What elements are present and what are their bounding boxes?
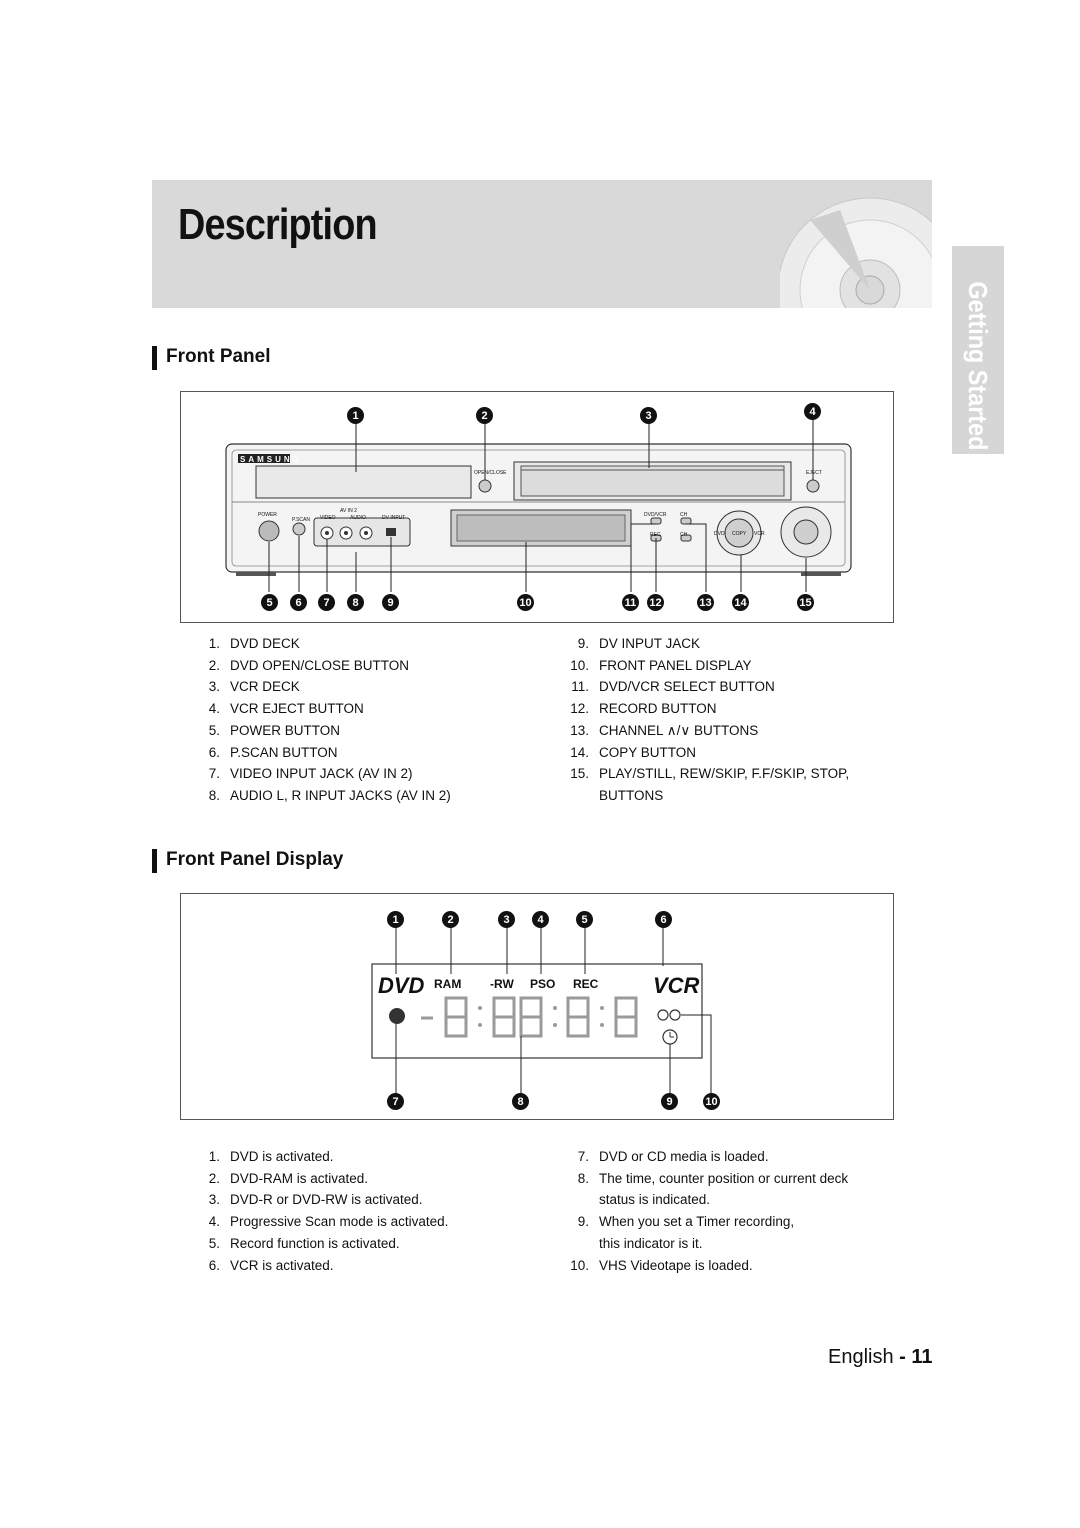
video-label: VIDEO: [320, 515, 336, 521]
callout-badge: 5: [576, 911, 593, 928]
callout-badge: 8: [347, 594, 364, 611]
list-item: 5.POWER BUTTON: [208, 722, 341, 738]
list-item: 11.DVD/VCR SELECT BUTTON: [571, 679, 775, 695]
copy-label: COPY: [732, 531, 747, 537]
list-item: 3.DVD-R or DVD-RW is activated.: [208, 1192, 423, 1208]
callout-badge: 1: [387, 911, 404, 928]
rec-label: REC: [650, 532, 661, 538]
list-item: 4.VCR EJECT BUTTON: [208, 701, 364, 717]
list-item: 4.Progressive Scan mode is activated.: [208, 1214, 449, 1230]
list-item: 1.DVD DECK: [208, 636, 300, 651]
open-close-label: OPEN/CLOSE: [474, 470, 507, 476]
list-item: 2.DVD-RAM is activated.: [208, 1170, 369, 1186]
list-item: 3.VCR DECK: [208, 679, 300, 695]
list-item: 13.CHANNEL ∧/∨ BUTTONS: [570, 722, 759, 738]
callout-badge: 5: [261, 594, 278, 611]
list-item: 10.VHS Videotape is loaded.: [570, 1257, 753, 1273]
audio-label: AUDIO: [350, 515, 366, 521]
footer-language: English: [828, 1346, 894, 1368]
ch-down-label: CH: [680, 532, 688, 538]
heading-marker: [152, 346, 157, 370]
list-item: BUTTONS: [599, 787, 664, 803]
ram-indicator: RAM: [434, 977, 462, 991]
page-footer: English - 11: [828, 1346, 933, 1369]
av-in-label: AV IN 2: [340, 508, 357, 514]
pso-indicator: PSO: [530, 977, 556, 991]
list-item: 9.When you set a Timer recording,: [577, 1214, 795, 1230]
section-tab-label: Getting Started: [963, 281, 993, 451]
pscan-label: P.SCAN: [292, 517, 310, 523]
dvd-vcr-label: DVD/VCR: [644, 512, 667, 518]
callout-badge: 6: [290, 594, 307, 611]
callout-badge: 13: [697, 594, 714, 611]
ch-up-label: CH: [680, 512, 688, 518]
display-list-right: 7.DVD or CD media is loaded. 8.The time,…: [563, 1146, 848, 1276]
disc-graphic-icon: [780, 197, 932, 308]
callout-badge: 3: [640, 407, 657, 424]
front-panel-heading: Front Panel: [166, 346, 271, 367]
list-item: 1.DVD is activated.: [208, 1149, 334, 1164]
front-panel-display-heading: Front Panel Display: [166, 849, 344, 870]
list-item: status is indicated.: [599, 1192, 711, 1208]
list-item: 8.AUDIO L, R INPUT JACKS (AV IN 2): [208, 787, 451, 803]
vcr-copy-label: VCR: [754, 531, 765, 537]
list-item: 9.DV INPUT JACK: [577, 636, 701, 651]
callout-badge: 4: [804, 403, 821, 420]
callout-badge: 2: [476, 407, 493, 424]
front-panel-device-illustration: [225, 420, 852, 592]
callout-badge: 6: [655, 911, 672, 928]
page-title: Description: [178, 200, 378, 249]
front-panel-list-left: 1.DVD DECK 2.DVD OPEN/CLOSE BUTTON 3.VCR…: [194, 633, 451, 807]
front-panel-list-right: 9.DV INPUT JACK 10.FRONT PANEL DISPLAY 1…: [563, 633, 849, 807]
display-illustration: [371, 927, 712, 1094]
callout-badge: 15: [797, 594, 814, 611]
list-item: 14.COPY BUTTON: [570, 744, 697, 760]
callout-badge: 9: [661, 1093, 678, 1110]
list-item: 7.DVD or CD media is loaded.: [577, 1149, 769, 1164]
callout-badge: 7: [387, 1093, 404, 1110]
callout-badge: 12: [647, 594, 664, 611]
vcr-indicator: VCR: [653, 973, 700, 998]
callout-badge: 4: [532, 911, 549, 928]
rec-indicator: REC: [573, 977, 599, 991]
callout-badge: 1: [347, 407, 364, 424]
list-item: 12.RECORD BUTTON: [570, 701, 717, 717]
callout-badge: 10: [703, 1093, 720, 1110]
callout-badge: 8: [512, 1093, 529, 1110]
callout-badge: 10: [517, 594, 534, 611]
dvd-indicator: DVD: [378, 973, 425, 998]
list-item: 15.PLAY/STILL, REW/SKIP, F.F/SKIP, STOP,: [570, 766, 850, 782]
dv-input-label: DV INPUT: [382, 515, 406, 521]
callout-badge: 9: [382, 594, 399, 611]
brand-logo: SAMSUNG: [240, 455, 302, 464]
power-label: POWER: [258, 512, 277, 518]
heading-marker: [152, 849, 157, 873]
list-item: 7.VIDEO INPUT JACK (AV IN 2): [208, 766, 413, 782]
callout-badge: 7: [318, 594, 335, 611]
rw-indicator: -RW: [490, 977, 514, 991]
callout-badge: 14: [732, 594, 749, 611]
list-item: 6.VCR is activated.: [208, 1257, 334, 1273]
display-list-left: 1.DVD is activated. 2.DVD-RAM is activat…: [194, 1146, 449, 1276]
callout-badge: 2: [442, 911, 459, 928]
list-item: this indicator is it.: [599, 1235, 703, 1251]
dvd-copy-label: DVD: [714, 531, 725, 537]
eject-label: EJECT: [806, 470, 822, 476]
list-item: 8.The time, counter position or current …: [577, 1170, 849, 1186]
callout-badge: 3: [498, 911, 515, 928]
callout-badge: 11: [622, 594, 639, 611]
page-number: 11: [911, 1346, 933, 1368]
list-item: 6.P.SCAN BUTTON: [208, 744, 338, 760]
list-item: 10.FRONT PANEL DISPLAY: [570, 657, 752, 673]
list-item: 2.DVD OPEN/CLOSE BUTTON: [208, 657, 410, 673]
footer-separator: -: [899, 1346, 906, 1368]
section-tab: [952, 246, 1004, 454]
list-item: 5.Record function is activated.: [208, 1235, 400, 1251]
